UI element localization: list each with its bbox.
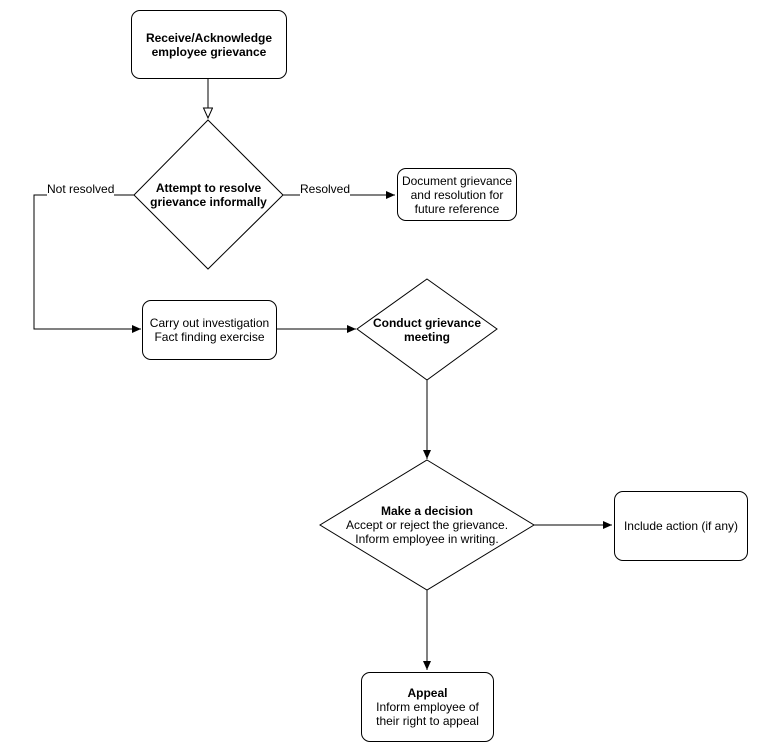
appeal-line-1: Inform employee of (376, 700, 479, 714)
attempt-resolve-node: Attempt to resolve grievance informally (134, 175, 283, 215)
receive-grievance-node: Receive/Acknowledge employee grievance (131, 10, 287, 79)
make-decision-node: Make a decision Accept or reject the gri… (320, 500, 534, 550)
appeal-line-2: their right to appeal (376, 714, 479, 728)
not-resolved-label: Not resolved (47, 182, 115, 196)
decision-line-2: Inform employee in writing. (355, 532, 499, 546)
investigation-line-2: Fact finding exercise (154, 330, 265, 344)
attempt-line-2: grievance informally (150, 195, 267, 209)
decision-diamond (319, 459, 535, 591)
document-line-1: Document grievance (401, 173, 513, 188)
receive-line-1: Receive/Acknowledge (145, 30, 273, 45)
investigation-line-1: Carry out investigation (149, 316, 270, 330)
appeal-title: Appeal (407, 686, 448, 700)
decision-title: Make a decision (380, 504, 474, 518)
meeting-line-2: meeting (403, 330, 450, 344)
resolved-label: Resolved (300, 182, 351, 196)
grievance-meeting-node: Conduct grievance meeting (357, 310, 497, 350)
document-line-2: and resolution for (410, 187, 504, 202)
appeal-node: Appeal Inform employee of their right to… (361, 672, 494, 742)
include-action-label: Include action (if any) (623, 519, 739, 533)
investigation-node: Carry out investigation Fact finding exe… (142, 300, 277, 360)
document-grievance-node: Document grievance and resolution for fu… (397, 168, 517, 221)
meeting-line-1: Conduct grievance (372, 316, 482, 330)
meeting-diamond (356, 278, 498, 381)
include-action-node: Include action (if any) (614, 491, 748, 561)
attempt-line-1: Attempt to resolve (155, 181, 262, 195)
decision-line-1: Accept or reject the grievance. (345, 518, 509, 532)
receive-line-2: employee grievance (151, 44, 267, 59)
attempt-diamond (133, 119, 284, 270)
edge-attempt-to-investigate (33, 194, 141, 333)
document-line-3: future reference (414, 201, 500, 216)
